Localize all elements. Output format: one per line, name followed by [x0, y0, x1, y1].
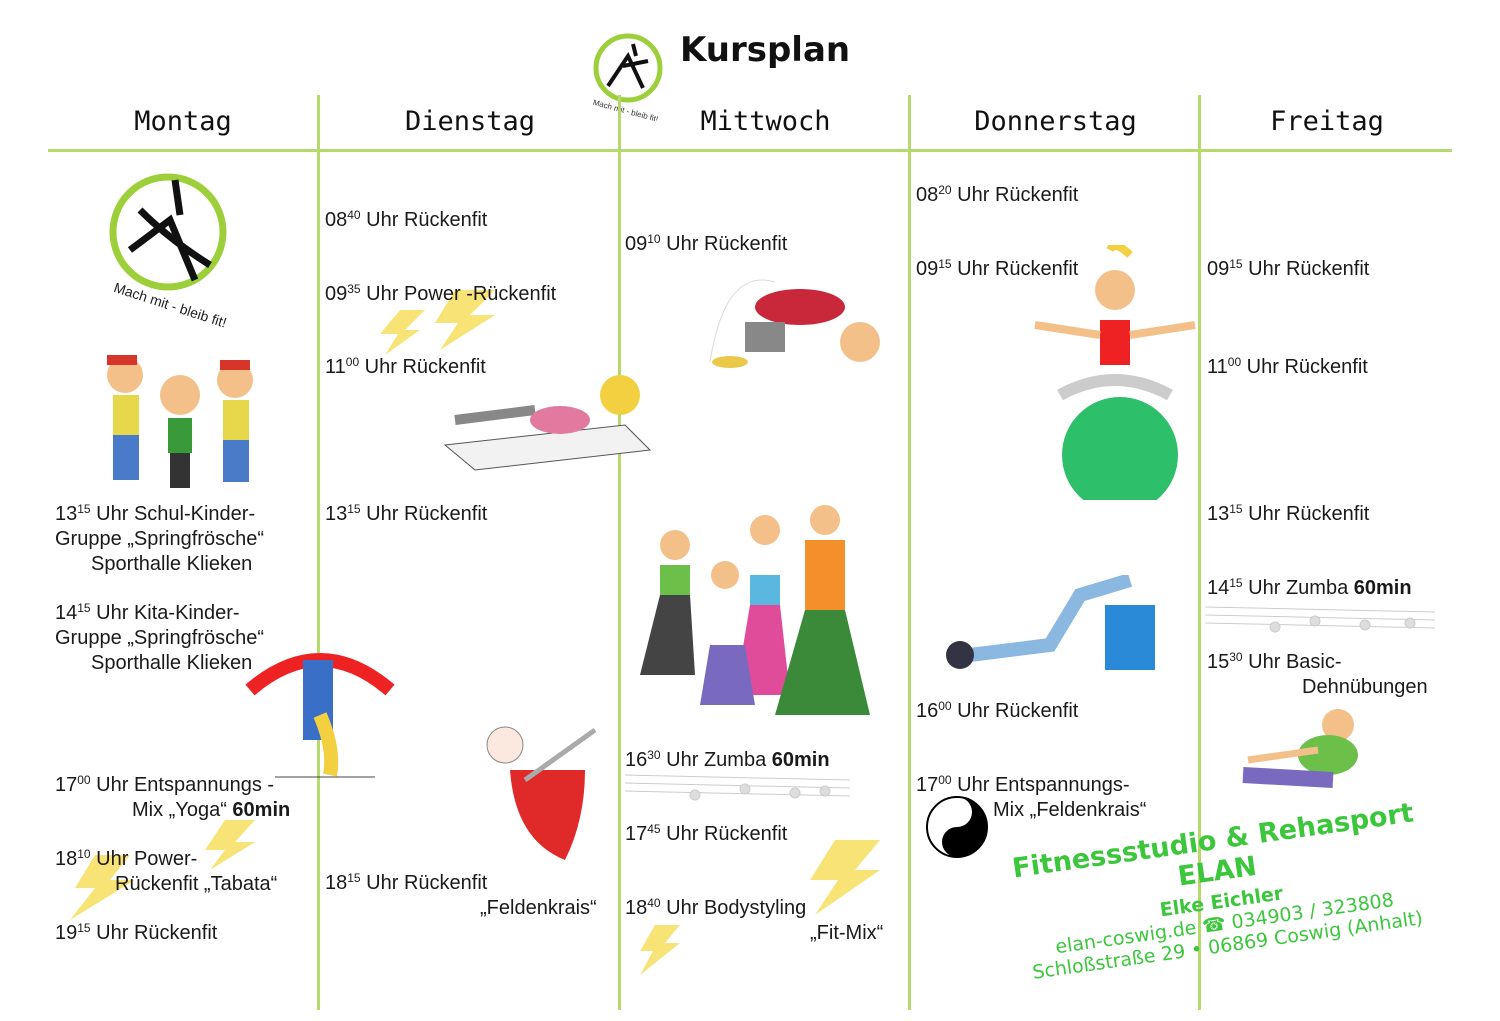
course-entry: 1100 Uhr Rückenfit: [1207, 355, 1368, 378]
course-entry: 1100 Uhr Rückenfit: [325, 355, 486, 378]
course-entry: 0910 Uhr Rückenfit: [625, 232, 788, 255]
course-entry: 0915 Uhr Rückenfit: [1207, 257, 1370, 280]
floor-exercise-illustration: [946, 575, 1155, 670]
course-entry: 0820 Uhr Rückenfit: [916, 183, 1079, 206]
course-entry: 1810 Uhr Power- Rückenfit „Tabata“: [55, 847, 278, 895]
yin-yang-icon: [926, 796, 988, 858]
yoga-woman-illustration: [486, 726, 597, 860]
gymnastics-illustration: [245, 653, 395, 778]
seated-stretch-illustration: [1242, 709, 1358, 788]
day-header-donnerstag: Donnerstag: [974, 106, 1137, 137]
course-entry: 0935 Uhr Power -Rückenfit: [325, 282, 557, 305]
course-entry: 1315 Uhr Schul-Kinder- Gruppe „Springfrö…: [55, 502, 264, 575]
course-entry: 0840 Uhr Rückenfit: [325, 208, 488, 231]
course-entry: 1915 Uhr Rückenfit: [55, 921, 218, 944]
course-entry: 1815 Uhr Rückenfit „Feldenkrais“: [325, 871, 597, 919]
ball-exercise-illustration: [1034, 245, 1196, 500]
course-entry: 1530 Uhr Basic- Dehnübungen: [1207, 650, 1428, 698]
column-divider: [1198, 95, 1201, 1010]
course-entry: 1840 Uhr Bodystyling „Fit-Mix“: [625, 896, 884, 944]
course-entry: 1415 Uhr Kita-Kinder- Gruppe „Springfrös…: [55, 601, 264, 674]
course-entry: 1700 Uhr Entspannungs - Mix „Yoga“ 60min: [55, 773, 291, 821]
day-header-montag: Montag: [134, 106, 232, 137]
day-header-freitag: Freitag: [1270, 106, 1384, 137]
column-divider: [317, 95, 320, 1010]
lightning-bolt-icon: [70, 820, 255, 920]
column-divider: [618, 95, 621, 1010]
stretch-kneel-illustration: [709, 279, 880, 368]
lightning-bolt-icon: [810, 840, 880, 915]
lightning-bolt-icon: [380, 290, 495, 355]
course-entry: 1600 Uhr Rückenfit: [916, 699, 1079, 722]
exercise-lying-illustration: [443, 375, 652, 471]
header-divider: [48, 149, 1452, 152]
course-entry: 0915 Uhr Rückenfit: [916, 257, 1079, 280]
elan-logo-small: Mach mit - bleib fit!: [592, 33, 663, 121]
lightning-bolt-icon: [640, 925, 680, 975]
elan-logo-large: Mach mit - bleib fit!: [109, 173, 229, 330]
course-entry: 1315 Uhr Rückenfit: [1207, 502, 1370, 525]
page-title: Kursplan: [680, 30, 851, 70]
music-notes-icon: [1205, 606, 1435, 633]
day-header-mittwoch: Mittwoch: [700, 106, 831, 137]
course-entry: 1630 Uhr Zumba 60min: [625, 748, 830, 771]
course-entry: 1315 Uhr Rückenfit: [325, 502, 488, 525]
course-entry: 1415 Uhr Zumba 60min: [1207, 576, 1412, 599]
music-notes-icon: [625, 774, 850, 801]
day-header-dienstag: Dienstag: [404, 106, 536, 137]
course-entry: 1745 Uhr Rückenfit: [625, 822, 788, 845]
course-entry: 1700 Uhr Entspannungs- Mix „Feldenkrais“: [916, 773, 1147, 821]
zumba-dancers-illustration: [640, 505, 870, 715]
column-divider: [908, 95, 911, 1010]
kids-illustration: [107, 355, 253, 488]
